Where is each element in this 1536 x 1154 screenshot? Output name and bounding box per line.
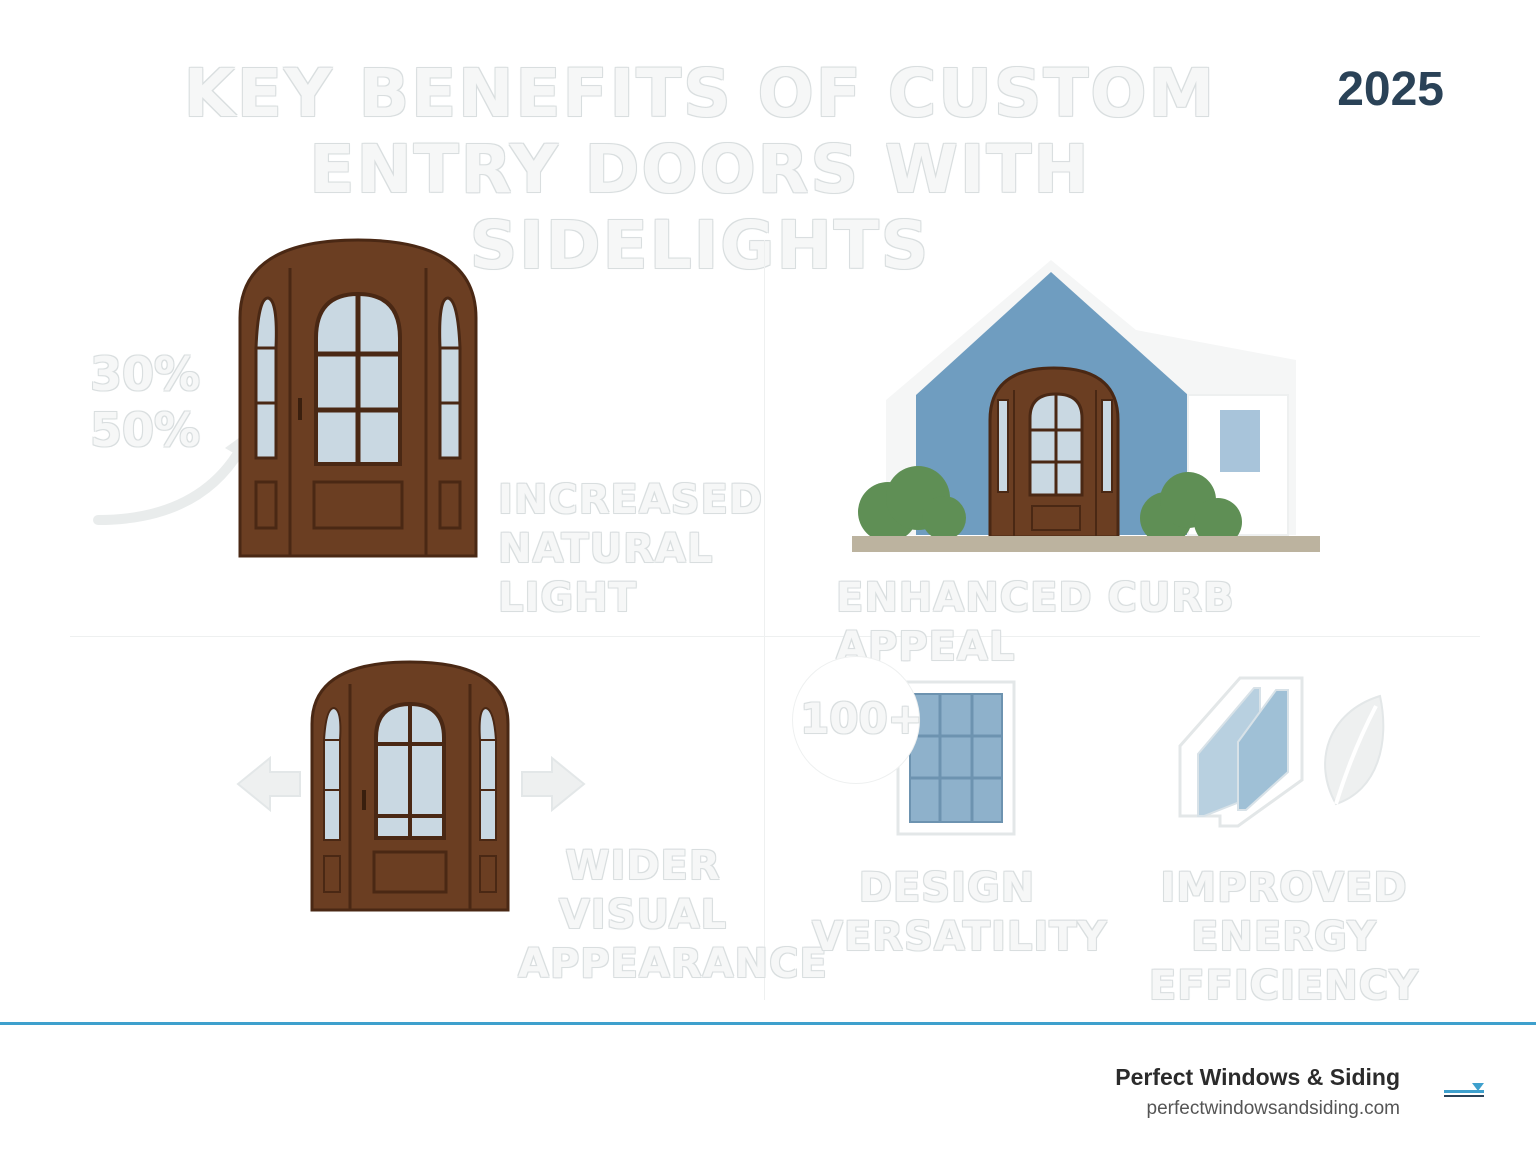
wide-door-icon [310, 660, 510, 912]
year-badge: 2025 [1337, 63, 1444, 116]
benefit-label-wider-appearance: WIDER VISUAL APPEARANCE [518, 843, 828, 987]
company-website-link[interactable]: perfectwindowsandsiding.com [1146, 1098, 1400, 1119]
benefit-label-design-versatility: DESIGN VERSATILITY [812, 865, 1108, 960]
benefit-label-natural-light: INCREASED NATURAL LIGHT [498, 477, 764, 621]
options-count-badge: 100+ [800, 694, 923, 743]
arrow-right-icon [521, 755, 586, 813]
benefit-label-energy-efficiency: IMPROVED ENERGY EFFICIENCY [1148, 865, 1420, 1009]
leaf-icon [1324, 694, 1385, 806]
house-curb-appeal-icon [852, 260, 1320, 552]
company-logo [1442, 1082, 1486, 1100]
footer-accent-line [0, 1022, 1536, 1025]
page-title: KEY BENEFITS OF CUSTOM ENTRY DOORS WITH … [183, 55, 1217, 284]
arched-door-sidelights-icon [238, 238, 478, 558]
double-pane-glass-icon [1178, 676, 1304, 828]
stat-value-high: 50% [90, 403, 201, 457]
stat-value-low: 30% [90, 347, 201, 401]
arrow-left-icon [236, 755, 301, 813]
grid-divider-vertical [764, 240, 765, 1000]
grid-divider-horizontal [70, 636, 1480, 637]
options-count-badge-circle [792, 656, 920, 784]
benefit-label-curb-appeal: ENHANCED CURB APPEAL [836, 575, 1235, 670]
company-name: Perfect Windows & Siding [1115, 1064, 1400, 1090]
